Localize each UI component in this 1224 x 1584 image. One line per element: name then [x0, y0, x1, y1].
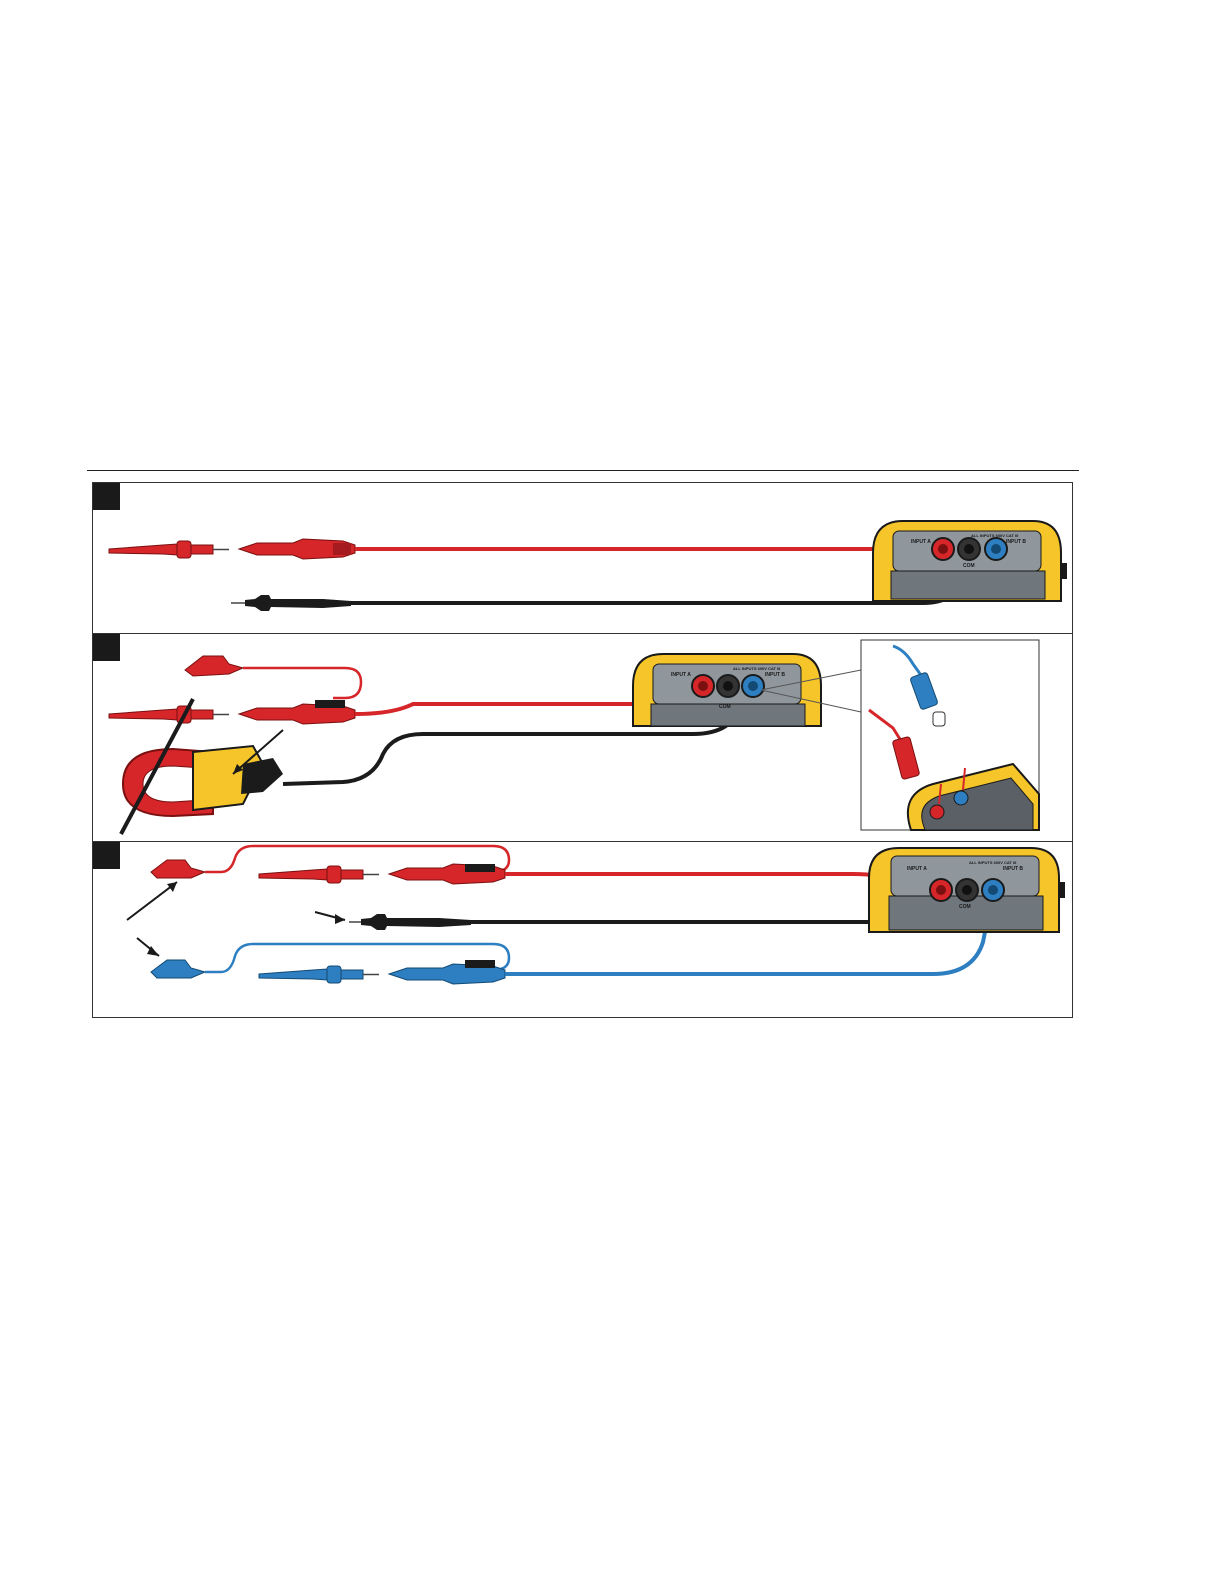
meter-top-view: INPUT A INPUT B COM ALL INPUTS 600V CAT … [869, 848, 1065, 932]
svg-text:ALL INPUTS 600V CAT III: ALL INPUTS 600V CAT III [969, 860, 1016, 865]
red-alligator-clip [185, 656, 361, 698]
black-test-probe [231, 595, 351, 611]
red-lead-plug [239, 539, 355, 559]
connection-figure: INPUT A INPUT B COM ALL INPUTS 600V CAT … [92, 482, 1073, 1018]
svg-text:INPUT B: INPUT B [765, 672, 785, 678]
panel-c-illustration: INPUT A INPUT B COM ALL INPUTS 600V CAT … [93, 842, 1074, 1018]
svg-text:ALL INPUTS 600V CAT III: ALL INPUTS 600V CAT III [733, 666, 780, 671]
red-lead-plug [239, 700, 355, 724]
svg-text:COM: COM [963, 563, 975, 569]
panel-connection-a: INPUT A INPUT B COM ALL INPUTS 600V CAT … [93, 483, 1072, 634]
red-lead-plug [389, 864, 505, 884]
panel-b-illustration: INPUT A INPUT B COM ALL INPUTS 600V CAT … [93, 634, 1074, 842]
svg-text:INPUT A: INPUT A [911, 539, 931, 545]
red-test-probe [259, 866, 379, 883]
svg-text:INPUT B: INPUT B [1003, 866, 1023, 872]
svg-text:INPUT A: INPUT A [907, 866, 927, 872]
black-test-probe [349, 914, 471, 930]
panel-connection-c: INPUT A INPUT B COM ALL INPUTS 600V CAT … [93, 842, 1072, 1018]
svg-text:INPUT B: INPUT B [1006, 539, 1026, 545]
blue-test-probe [259, 966, 379, 983]
svg-text:COM: COM [719, 704, 731, 710]
pointer-arrow [127, 882, 177, 920]
svg-text:INPUT A: INPUT A [671, 672, 691, 678]
blue-lead-plug [389, 960, 505, 984]
meter-top-view: INPUT A INPUT B COM ALL INPUTS 600V CAT … [633, 654, 821, 726]
svg-text:ALL INPUTS 600V CAT III: ALL INPUTS 600V CAT III [971, 533, 1018, 538]
meter-top-view: INPUT A INPUT B COM ALL INPUTS 600V CAT … [873, 521, 1067, 601]
panel-a-illustration: INPUT A INPUT B COM ALL INPUTS 600V CAT … [93, 483, 1074, 634]
svg-text:COM: COM [959, 904, 971, 910]
red-test-probe [109, 541, 229, 558]
panel-connection-b: INPUT A INPUT B COM ALL INPUTS 600V CAT … [93, 634, 1072, 842]
current-clamp [123, 730, 283, 816]
page-rule [87, 470, 1079, 471]
red-test-probe [109, 706, 229, 723]
